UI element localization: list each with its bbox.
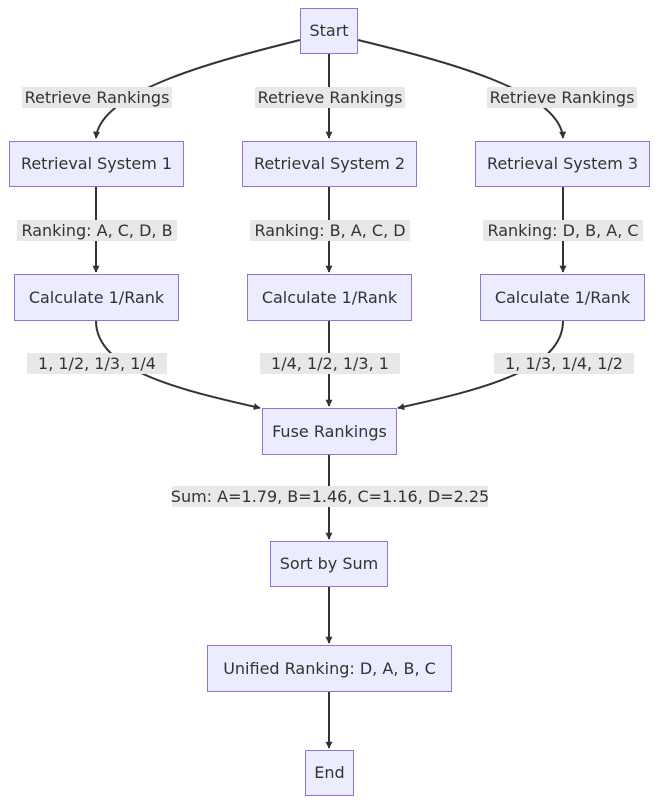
edge-label-retrieve-rankings-1: Retrieve Rankings [22,87,172,108]
node-sort-by-sum: Sort by Sum [270,541,388,587]
node-start: Start [300,8,358,54]
edge-calc-3-to-fuse [397,320,564,411]
edge-label-retrieve-rankings-2: Retrieve Rankings [255,87,405,108]
node-unified-ranking: Unified Ranking: D, A, B, C [207,645,452,692]
edge-label-ranking-2: Ranking: B, A, C, D [250,220,410,241]
node-calculate-rank-2: Calculate 1/Rank [247,274,412,321]
edge-start-to-retrieval-1 [93,39,301,139]
node-fuse-rankings: Fuse Rankings [262,408,397,455]
edge-label-scores-2: 1/4, 1/2, 1/3, 1 [260,353,400,374]
edge-label-scores-3: 1, 1/3, 1/4, 1/2 [494,353,634,374]
node-retrieval-system-2: Retrieval System 2 [242,141,417,187]
edge-start-to-retrieval-3 [357,39,567,139]
node-calculate-rank-3: Calculate 1/Rank [480,274,645,321]
edge-calc-1-to-fuse [95,320,261,411]
node-retrieval-system-1: Retrieval System 1 [9,141,184,187]
edge-label-sum: Sum: A=1.79, B=1.46, C=1.16, D=2.25 [170,486,490,507]
edge-label-ranking-1: Ranking: A, C, D, B [17,220,177,241]
node-calculate-rank-1: Calculate 1/Rank [14,274,179,321]
node-end: End [305,750,354,796]
edge-label-scores-1: 1, 1/2, 1/3, 1/4 [27,353,167,374]
edge-label-retrieve-rankings-3: Retrieve Rankings [487,87,637,108]
edge-label-ranking-3: Ranking: D, B, A, C [483,220,643,241]
node-retrieval-system-3: Retrieval System 3 [475,141,650,187]
